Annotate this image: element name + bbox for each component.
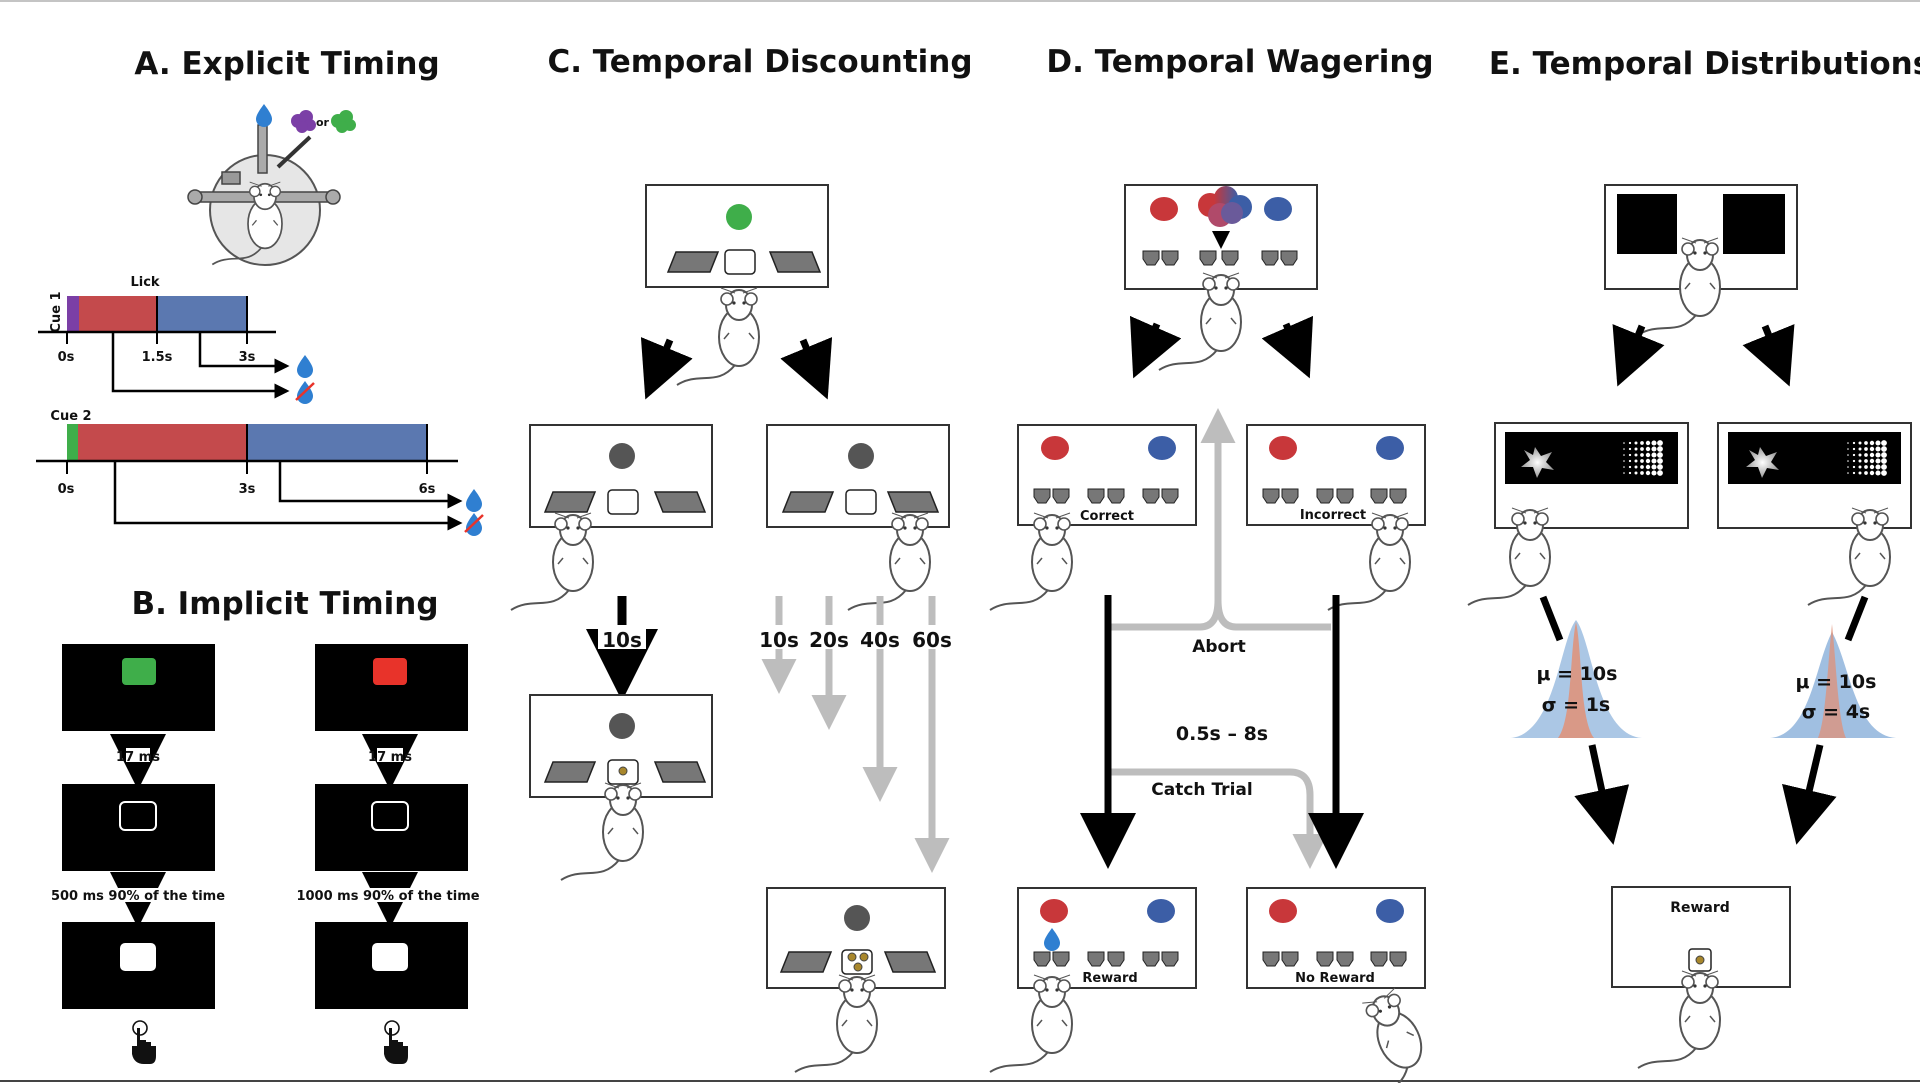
- gray-delay-2: 40s: [860, 628, 900, 652]
- water-drop-icon: [256, 104, 272, 127]
- green-square: [122, 658, 156, 685]
- touch-hand-icon: [131, 1020, 157, 1065]
- panel-c: C. Temporal Discounting 10s: [510, 44, 973, 1073]
- green-light: [726, 204, 752, 230]
- catch-trial-path: [1110, 768, 1328, 869]
- panel-e: E. Temporal Distributions μ = 10s σ = 1s: [1467, 46, 1920, 1069]
- t2-tick-1: 3s: [239, 482, 256, 497]
- panel-a: A. Explicit Timing or Lick Cue 1: [36, 46, 484, 536]
- left-delay-2: 500 ms 90% of the time: [51, 889, 225, 904]
- screen-green-cue: [62, 644, 215, 731]
- correct-label: Correct: [1080, 509, 1134, 524]
- panel-e-title: E. Temporal Distributions: [1489, 46, 1920, 82]
- trial1-blue-segment: [157, 296, 247, 332]
- abort-label: Abort: [1192, 637, 1246, 657]
- or-label: or: [316, 116, 330, 129]
- distribution-left: [1510, 620, 1642, 738]
- left-delay-1: 17 ms: [116, 750, 160, 765]
- reward-label: Reward: [1670, 900, 1730, 916]
- panel-c-title: C. Temporal Discounting: [547, 44, 972, 80]
- right-delay-1: 17 ms: [368, 750, 412, 765]
- sigma-left-label: σ = 1s: [1542, 694, 1610, 716]
- food-pellets: [847, 952, 869, 972]
- t1-tick-0: 0s: [58, 350, 75, 365]
- food-pellet: [618, 766, 628, 776]
- cue2-label: Cue 2: [50, 409, 91, 424]
- no-water-icon: [464, 513, 484, 536]
- black-delay-label: 10s: [602, 628, 642, 652]
- screen-red-cue: [315, 644, 468, 731]
- panel-a-title: A. Explicit Timing: [134, 46, 439, 82]
- cue1-purple-segment: [67, 296, 79, 332]
- panel-d: D. Temporal Wagering Correct Incorrect: [989, 44, 1439, 1083]
- dot-grid-stimulus: [1623, 440, 1663, 476]
- treadmill-rig-illustration: or: [187, 104, 356, 266]
- mixed-odor-cloud-icon: [1198, 186, 1252, 227]
- mu-left-label: μ = 10s: [1537, 663, 1618, 685]
- reward-label: Reward: [1082, 971, 1137, 986]
- water-drop-icon: [297, 355, 313, 378]
- touch-hand-icon: [383, 1020, 409, 1065]
- panel-b-title: B. Implicit Timing: [131, 586, 438, 622]
- star-stimulus: [1521, 447, 1554, 478]
- red-square: [373, 658, 407, 685]
- t2-tick-0: 0s: [58, 482, 75, 497]
- food-pellet: [1695, 955, 1705, 965]
- t1-tick-2: 3s: [239, 350, 256, 365]
- distribution-right: [1770, 624, 1896, 738]
- range-label: 0.5s – 8s: [1176, 723, 1268, 745]
- t1-tick-1: 1.5s: [142, 350, 173, 365]
- gray-delay-0: 10s: [759, 628, 799, 652]
- t2-tick-2: 6s: [419, 482, 436, 497]
- dot-grid-stimulus: [1847, 440, 1887, 476]
- right-delay-2: 1000 ms 90% of the time: [296, 889, 479, 904]
- gray-delay-1: 20s: [809, 628, 849, 652]
- cue2-green-segment: [67, 424, 78, 461]
- cue1-label: Cue 1: [49, 291, 64, 332]
- catch-trial-label: Catch Trial: [1151, 780, 1252, 800]
- screen-outline: [315, 784, 468, 871]
- no-reward-label: No Reward: [1295, 971, 1375, 986]
- panel-b: B. Implicit Timing 17 ms 500 ms 90% of t…: [51, 586, 480, 1065]
- lick-label: Lick: [130, 275, 159, 290]
- purple-odor-cloud-icon: [291, 110, 316, 133]
- green-odor-cloud-icon: [331, 110, 356, 133]
- incorrect-label: Incorrect: [1300, 508, 1366, 523]
- panel-d-title: D. Temporal Wagering: [1046, 44, 1433, 80]
- gray-delay-arrows: [757, 596, 957, 873]
- mu-right-label: μ = 10s: [1796, 671, 1877, 693]
- trial2-blue-segment: [247, 424, 427, 461]
- trial2-red-segment: [78, 424, 247, 461]
- sigma-right-label: σ = 4s: [1802, 701, 1870, 723]
- star-stimulus: [1746, 447, 1779, 478]
- screen-outline: [62, 784, 215, 871]
- water-drop-icon: [466, 489, 482, 512]
- no-water-icon: [295, 381, 315, 404]
- abort-path: [1110, 408, 1331, 631]
- trial1-red-segment: [79, 296, 157, 332]
- gray-delay-3: 60s: [912, 628, 952, 652]
